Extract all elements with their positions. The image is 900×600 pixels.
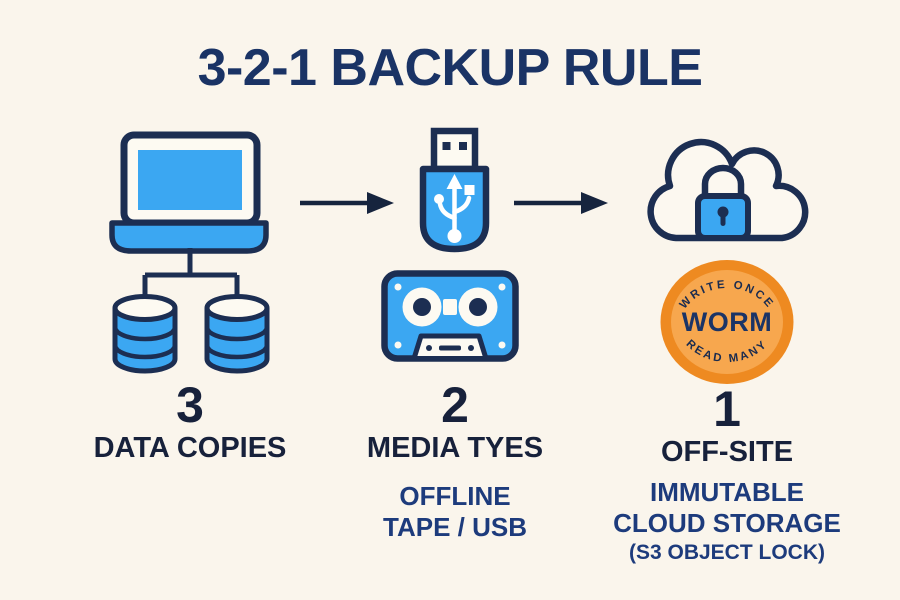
padlock-icon	[695, 164, 751, 241]
database-icon	[112, 294, 178, 374]
worm-badge-center-label: WORM	[682, 307, 772, 337]
note-off-site: IMMUTABLE CLOUD STORAGE (S3 OBJECT LOCK)	[592, 477, 862, 567]
arrow-right-icon	[514, 192, 608, 214]
count-media-types: 2	[441, 377, 469, 433]
note-immutable: IMMUTABLE	[649, 477, 805, 507]
label-media-types: MEDIA TYES	[366, 432, 544, 464]
arrow-right-icon	[300, 192, 394, 214]
cloud-icon	[647, 138, 809, 242]
database-icon	[204, 294, 270, 374]
laptop-base	[109, 220, 269, 254]
cloud-lock-icon	[647, 138, 809, 242]
worm-badge-icon: WRITE ONCE READ MANY WORM	[660, 260, 794, 384]
page-title: 3-2-1 BACKUP RULE	[197, 39, 703, 97]
laptop-icon	[109, 131, 269, 254]
note-tape-usb: TAPE / USB	[383, 512, 527, 542]
count-off-site: 1	[713, 381, 741, 437]
count-data-copies: 3	[176, 377, 204, 433]
label-off-site: OFF-SITE	[660, 436, 794, 468]
tape-cassette-icon	[381, 270, 519, 362]
label-data-copies: DATA COPIES	[93, 432, 287, 464]
note-media-types: OFFLINE TAPE / USB	[320, 481, 590, 543]
usb-connector	[430, 127, 479, 173]
note-cloud-storage: CLOUD STORAGE	[613, 508, 841, 538]
note-s3-object-lock: (S3 OBJECT LOCK)	[628, 541, 825, 564]
branch-connector	[142, 248, 240, 300]
note-offline: OFFLINE	[399, 481, 511, 511]
laptop-screen	[138, 150, 242, 210]
usb-drive-icon	[419, 127, 490, 253]
usb-trident-symbol	[434, 174, 475, 243]
